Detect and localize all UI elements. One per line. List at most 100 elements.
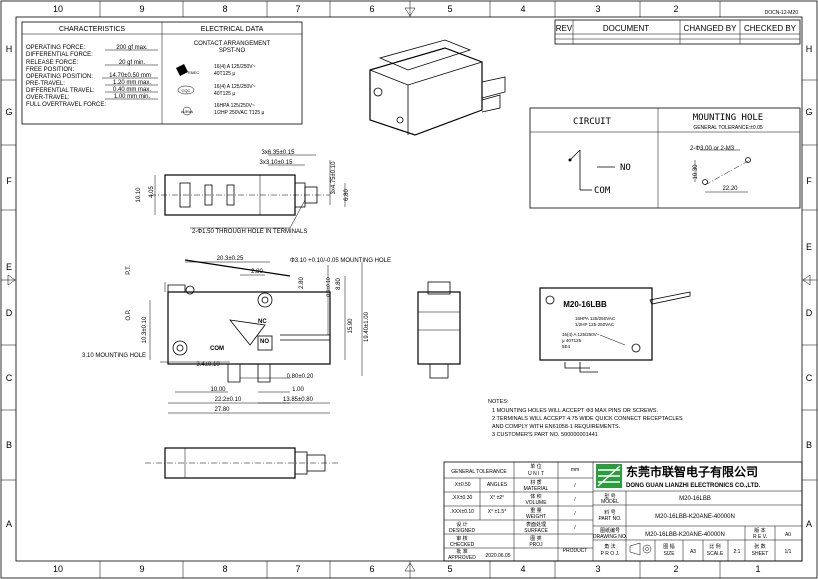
rating-line: 16(4) A 125/250V~: [214, 64, 256, 70]
col-label: 5: [447, 4, 452, 14]
mounting-tolerance: GENERAL TOLERANCE:±0.05: [693, 125, 763, 131]
tb-label: ANGLES: [487, 482, 508, 488]
rating-line: 16HPA 125/250V~: [214, 103, 255, 109]
row-label: F: [806, 176, 812, 186]
dim-label: 2.80: [251, 269, 263, 275]
tb-label: SURFACE: [524, 528, 548, 534]
row-label: A: [806, 519, 812, 529]
dim-label: 10.00: [210, 387, 226, 393]
row-label: F: [6, 176, 12, 186]
circuit-com-label: COM: [594, 186, 611, 196]
mount-hole: [745, 157, 751, 163]
dim-label: 6.80: [344, 189, 350, 201]
model-label: M20-16LBB: [563, 300, 607, 309]
dim-label: 3x3.10±0.15: [260, 160, 294, 166]
tb-value: mm: [571, 467, 579, 473]
row-label: H: [806, 44, 813, 54]
tb-label: 单 位: [530, 463, 541, 470]
terminal-nc: NC: [258, 319, 267, 325]
isometric-view: [369, 39, 506, 136]
tb-model-value: M20-16LBB: [679, 496, 711, 502]
col-label: 9: [139, 4, 144, 14]
tb-label: PART NO.: [598, 516, 621, 522]
tb-drawing-value: M20-16LBB-K20ANE-40000N: [645, 532, 725, 538]
tb-label: APPROVED: [448, 555, 476, 561]
projection-symbol-icon: [629, 542, 652, 556]
char-value: 0.40 mm max.: [113, 87, 151, 93]
tb-label: MODEL: [601, 499, 619, 505]
cqc-mark-text: CQC: [182, 88, 191, 93]
tb-tol: .X±0.50: [453, 482, 470, 488]
actuator-lever: [649, 291, 691, 305]
characteristics-table: CHARACTERISTICS ELECTRICAL DATA: [21, 21, 303, 125]
char-label: FREE POSITION:: [26, 67, 74, 73]
tb-value: A3: [690, 549, 696, 555]
tb-label: SCALE: [707, 551, 724, 557]
contact-arrangement: CONTACT ARRANGEMENT: [194, 41, 271, 47]
tb-value: /: [574, 483, 576, 489]
dim-label: 22.2±0.10: [215, 397, 242, 403]
note-line: AND COMPLY WITH EN61058-1 REQUIREMENTS.: [492, 424, 621, 430]
col-label: 9: [139, 564, 144, 574]
tb-tol: .XX±0.30: [452, 495, 473, 501]
char-value: 20 gf min.: [119, 60, 146, 66]
char-value: 1.20 mm max.: [113, 80, 151, 86]
dim-label: 0.80±0.20: [287, 374, 314, 380]
rating-line: 1/2HP 250VAC T125 μ: [214, 110, 265, 116]
char-label: OPERATING POSITION:: [26, 74, 93, 80]
char-label: FULL OVERTRAVEL FORCE:: [26, 102, 106, 108]
tb-label: MATERIAL: [524, 486, 549, 492]
dim-label: 20.3±0.25: [217, 256, 244, 262]
row-label: B: [806, 440, 812, 450]
tb-tol: X° ±1.5°: [488, 509, 506, 515]
company-logo-icon: [596, 464, 622, 488]
col-label: 4: [520, 4, 525, 14]
row-label: D: [6, 308, 13, 318]
center-mark-left: [7, 274, 16, 286]
tb-value: /: [574, 525, 576, 531]
rating-line: 16(4) A 125/250V~: [214, 84, 256, 90]
dim-label: 4.05: [149, 186, 155, 198]
tb-label: DRAWING NO.: [593, 534, 627, 540]
col-label: 6: [369, 4, 374, 14]
tb-value: A0: [785, 532, 791, 538]
inner-border: [15, 16, 803, 562]
tb-label: 审 核: [456, 535, 467, 542]
rev-header: REV: [556, 24, 573, 33]
dim-label: 1.00: [292, 387, 304, 393]
dim-label: 15.90: [348, 318, 354, 334]
tb-date: 2020.06.05: [485, 553, 510, 559]
dim-label: P.T.: [126, 265, 132, 275]
row-label: A: [6, 519, 12, 529]
col-label: 3: [595, 4, 600, 14]
spst-no: SPST-NO: [219, 48, 246, 54]
col-label: 10: [53, 4, 63, 14]
company-name-cn: 东莞市联智电子有限公司: [626, 464, 758, 479]
through-hole-note: 2-Φ1.50 THROUGH HOLE IN TERMINALS: [192, 229, 307, 235]
tb-label: 材 质: [530, 479, 541, 486]
dim-label: 27.80: [214, 407, 230, 413]
row-label: B: [6, 440, 12, 450]
note-line: 2 TERMINALS WILL ACCEPT 4.75 WIDE QUICK …: [492, 416, 683, 422]
bottom-view: [145, 447, 340, 479]
tb-tol: .XXX±0.10: [450, 509, 474, 515]
tb-label: PROJ: [529, 542, 543, 548]
tb-label: GENERAL TOLERANCE: [451, 469, 507, 475]
tb-label: SHEET: [752, 551, 769, 557]
characteristics-rows: OPERATING FORCE: 200 gf max. DIFFERENTIA…: [26, 45, 158, 108]
dim-label: 19.40±1.00: [364, 311, 370, 342]
col-label: 2: [673, 564, 678, 574]
revision-table: REV DOCUMENT CHANGED BY CHECKED BY: [554, 19, 801, 45]
tb-label: 体 积: [530, 493, 541, 500]
ur-mark-icon: cURus: [181, 106, 193, 116]
terminal-no: NO: [260, 339, 269, 345]
actuator-lever: [184, 259, 291, 277]
row-label: G: [805, 107, 812, 117]
cqc-mark-icon: CQC: [177, 85, 195, 95]
column-labels: 10 9 8 7 6 5 4 3 2 10 9 8 7 6 5 4 3 2 1: [53, 4, 761, 574]
circuit-title: CIRCUIT: [573, 117, 612, 127]
tb-value: PRODUCT: [563, 548, 588, 554]
checked-by-header: CHECKED BY: [744, 24, 797, 33]
